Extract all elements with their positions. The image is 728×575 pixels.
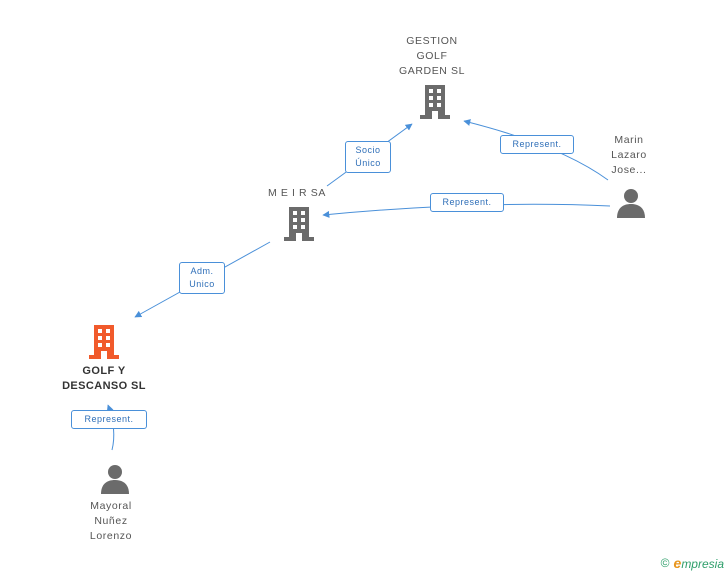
node-marin-lazaro-label[interactable]: Marin Lazaro Jose... [611, 134, 647, 176]
edge-label-represent-mayoral-golf[interactable]: Represent. [71, 410, 147, 429]
copyright-symbol: © [660, 556, 670, 570]
node-meir-label[interactable]: M E I R SA [268, 187, 326, 199]
node-mayoral-nunez-label[interactable]: Mayoral Nuñez Lorenzo [89, 500, 133, 542]
building-icon[interactable] [89, 325, 119, 359]
edge-label-socio-unico[interactable]: Socio Único [345, 141, 391, 173]
brand-logo: empresia [673, 555, 724, 571]
edge-label-represent-marin-meir[interactable]: Represent. [430, 193, 504, 212]
person-icon[interactable] [100, 464, 130, 494]
building-icon[interactable] [284, 207, 314, 241]
building-icon[interactable] [420, 85, 450, 119]
edge-label-adm-unico[interactable]: Adm. Unico [179, 262, 225, 294]
person-icon[interactable] [616, 188, 646, 218]
edge-label-represent-marin-gestion[interactable]: Represent. [500, 135, 574, 154]
node-golf-descanso-label[interactable]: GOLF Y DESCANSO SL [62, 365, 146, 392]
empresia-watermark: © empresia [661, 555, 724, 571]
node-gestion-golf-garden-label[interactable]: GESTION GOLF GARDEN SL [398, 35, 466, 77]
